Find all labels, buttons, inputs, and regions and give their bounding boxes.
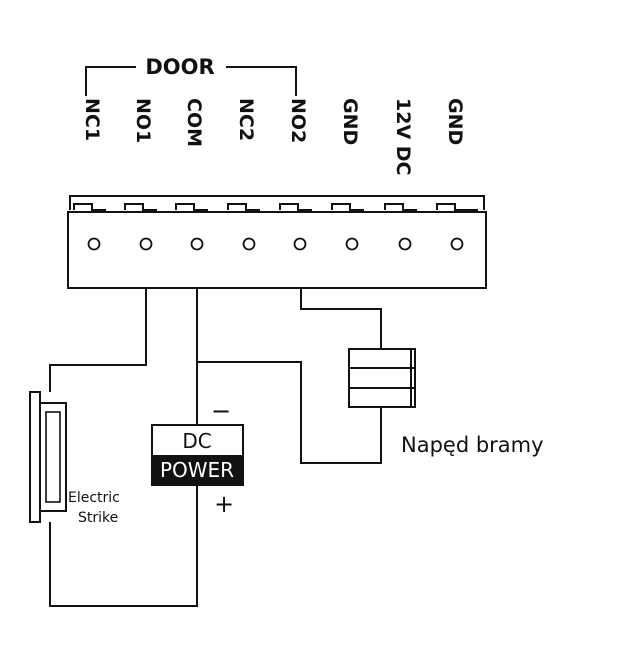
terminal-block-body: [67, 211, 487, 289]
terminal-label-com: COM: [183, 98, 205, 147]
electric-strike-label-line1: Electric: [68, 490, 120, 506]
electric-strike-label-line2: Strike: [78, 510, 118, 526]
screw-12v-dc: [398, 237, 412, 251]
screw-gnd-2: [450, 237, 464, 251]
terminal-block-outline: [69, 195, 485, 210]
wire-com-to-gate: [197, 361, 382, 464]
terminal-block: [67, 195, 487, 289]
terminal-label-no1: NO1: [132, 98, 154, 143]
gate-drive-label: Napęd bramy: [401, 433, 544, 457]
screw-no1: [139, 237, 153, 251]
power-label: POWER: [160, 458, 234, 482]
terminal-label-nc2: NC2: [235, 98, 257, 141]
terminal-label-12v-dc: 12V DC: [392, 98, 414, 175]
power-supply-band: [152, 455, 243, 485]
strike-plate: [29, 391, 41, 523]
door-label: DOOR: [145, 55, 214, 79]
wire-no2-to-gate: [300, 288, 382, 349]
screw-no2: [293, 237, 307, 251]
dc-power-supply: DC POWER − +: [151, 397, 244, 518]
screw-com: [190, 237, 204, 251]
minus-sign: −: [211, 397, 231, 425]
dc-label: DC: [182, 429, 211, 453]
terminal-screws: [87, 237, 464, 251]
screw-nc1: [87, 237, 101, 251]
wires: [49, 288, 382, 607]
terminal-teeth: [73, 203, 478, 211]
terminal-label-no2: NO2: [287, 98, 309, 143]
gate-drive: Napęd bramy: [348, 348, 544, 457]
gate-drive-body: [348, 348, 416, 408]
electric-strike: Electric Strike: [29, 391, 120, 526]
door-bracket: [85, 66, 297, 96]
terminal-labels: NC1 NO1 COM NC2 NO2 GND 12V DC GND: [81, 98, 466, 175]
wire-no1-to-strike: [49, 288, 147, 392]
terminal-label-gnd-1: GND: [339, 98, 361, 145]
terminal-label-nc1: NC1: [81, 98, 103, 141]
screw-nc2: [242, 237, 256, 251]
wire-strike-to-power-plus: [49, 485, 198, 607]
strike-latch: [45, 411, 61, 503]
terminal-label-gnd-2: GND: [444, 98, 466, 145]
screw-gnd-1: [345, 237, 359, 251]
plus-sign: +: [214, 490, 234, 518]
